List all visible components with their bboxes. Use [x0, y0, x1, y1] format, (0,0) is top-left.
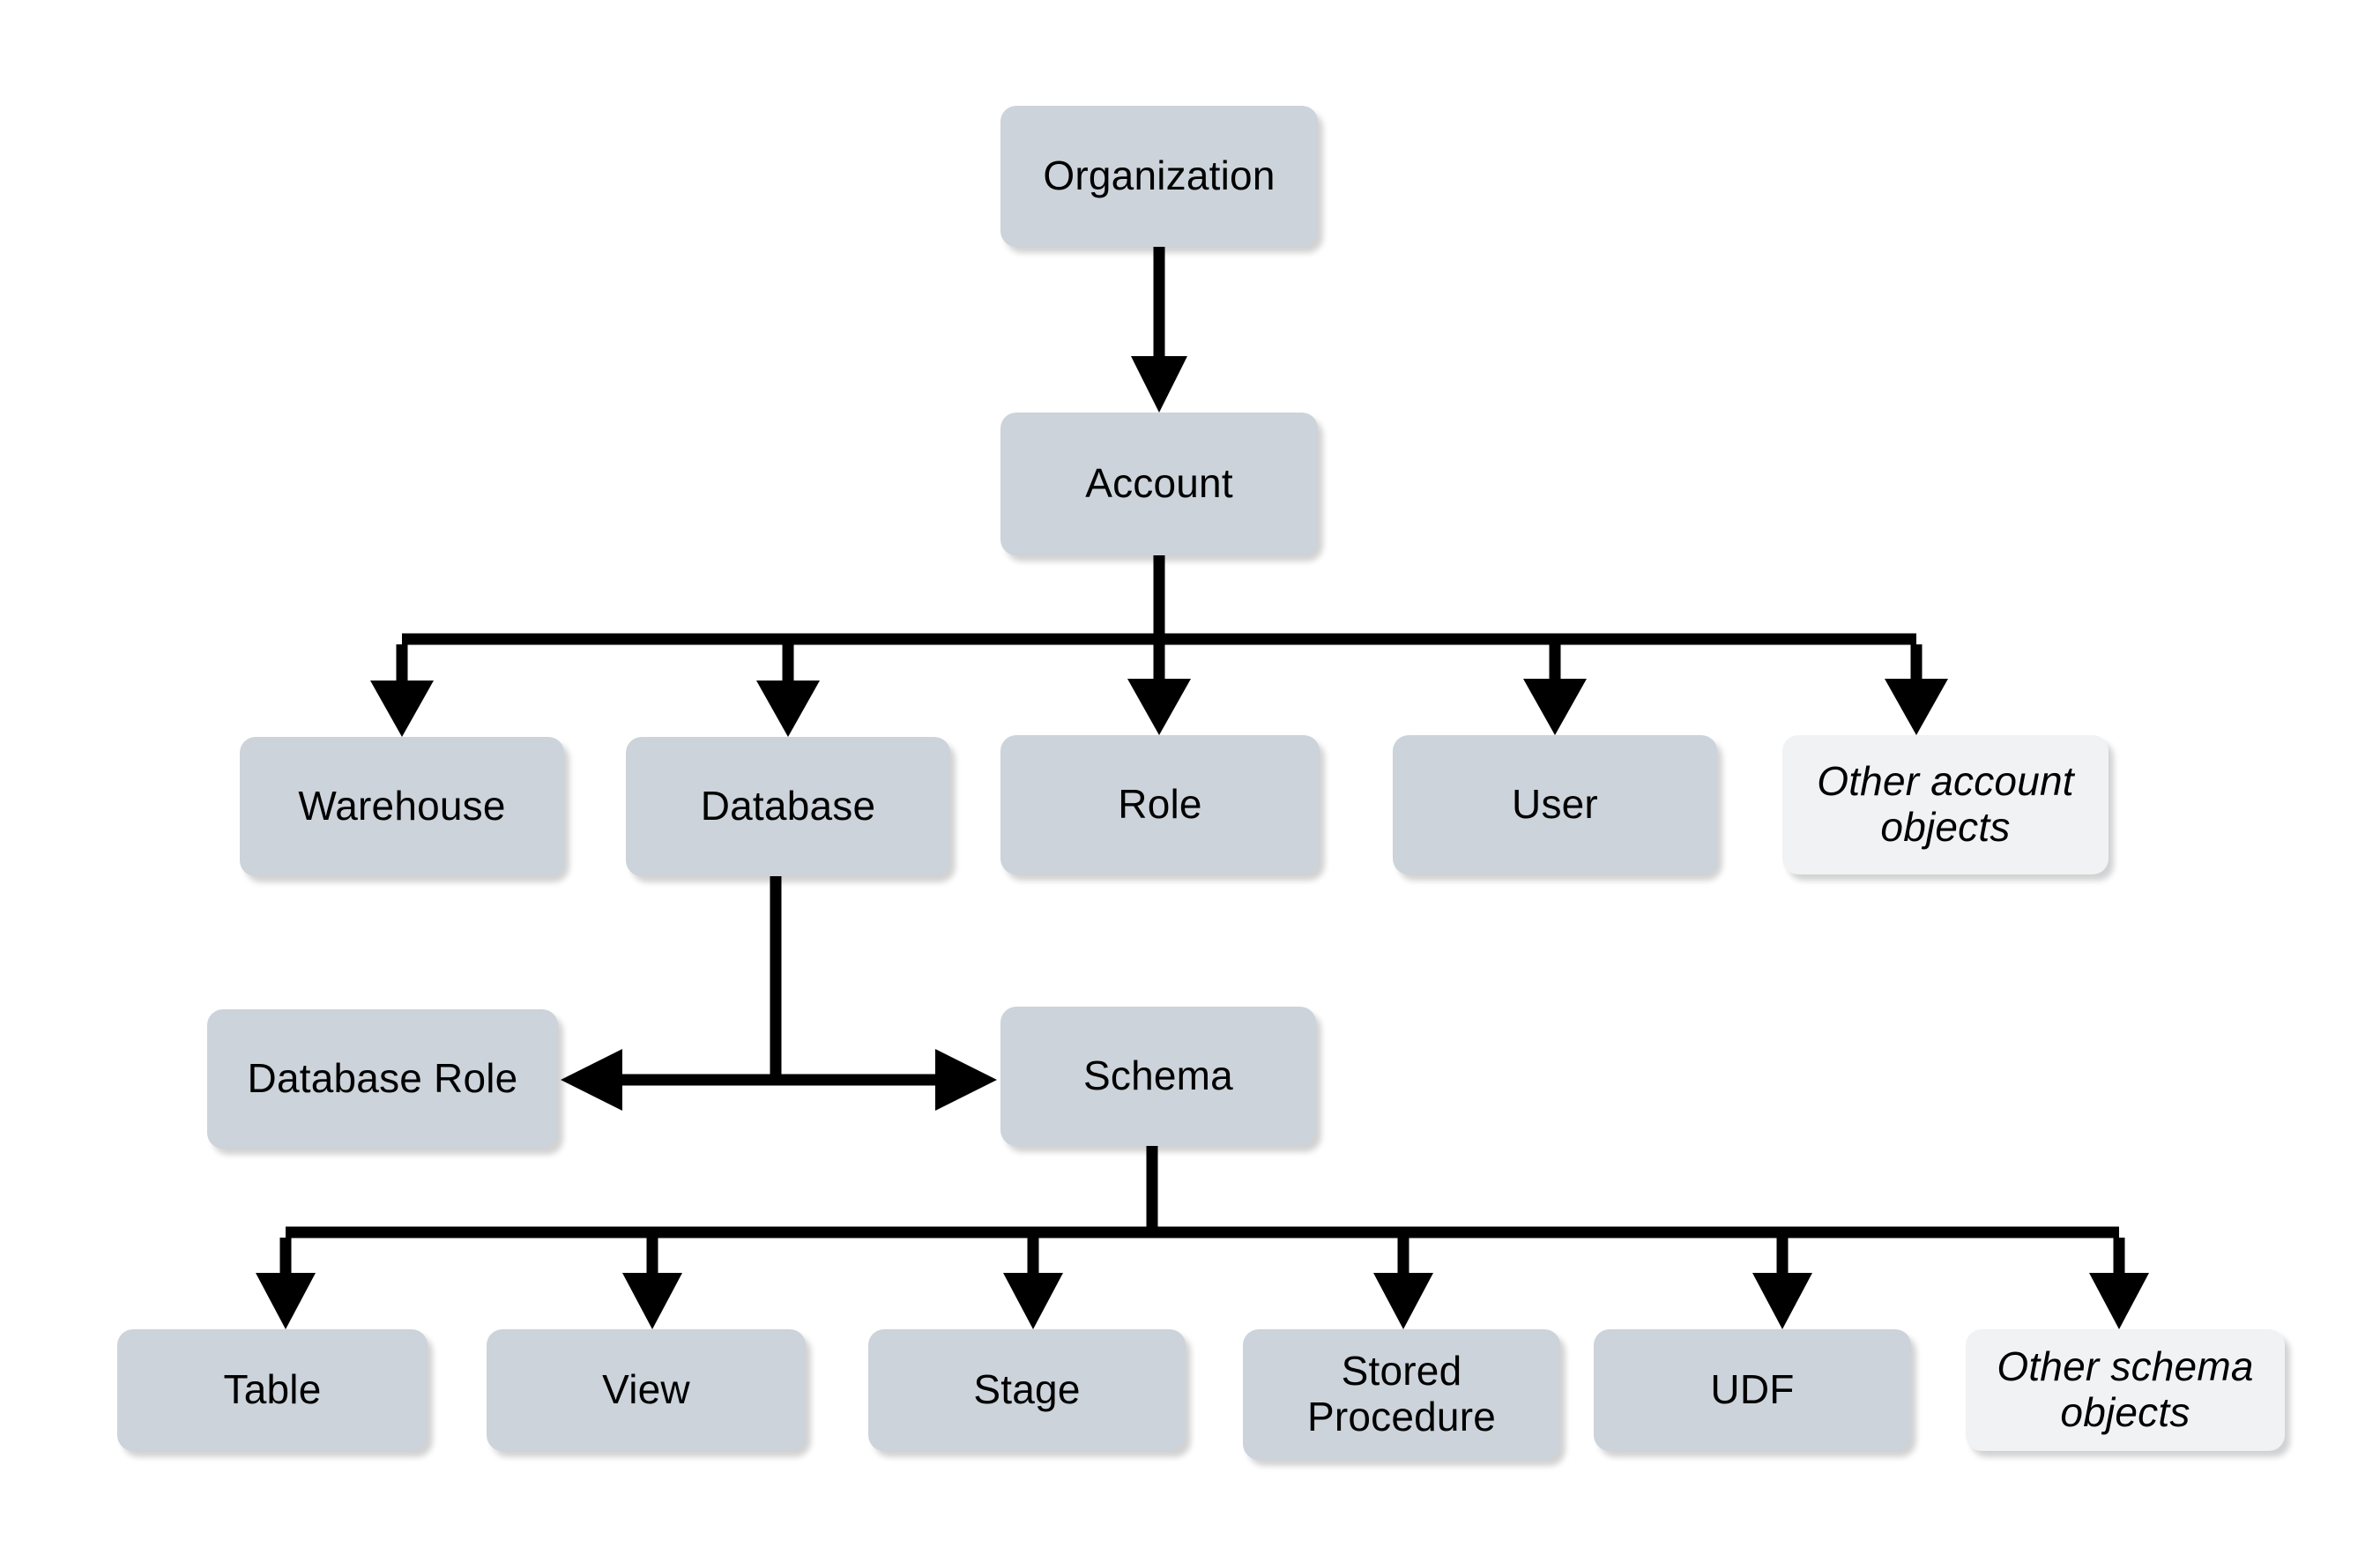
- node-view[interactable]: View: [487, 1329, 806, 1451]
- arrowhead-other-schema: [2089, 1273, 2149, 1329]
- node-account-label: Account: [1085, 460, 1233, 507]
- node-other-schema-objects[interactable]: Other schema objects: [1966, 1329, 2285, 1451]
- node-stored-procedure-label: Stored Procedure: [1306, 1348, 1497, 1439]
- arrowhead-schema: [935, 1049, 997, 1111]
- arrowhead-database: [756, 681, 820, 737]
- node-other-account-objects[interactable]: Other account objects: [1782, 735, 2109, 874]
- node-database[interactable]: Database: [626, 737, 950, 876]
- node-organization[interactable]: Organization: [1000, 106, 1318, 247]
- node-other-schema-objects-label: Other schema objects: [1997, 1343, 2254, 1435]
- node-other-account-objects-label: Other account objects: [1817, 758, 2074, 850]
- arrowhead-warehouse: [370, 681, 434, 737]
- node-udf-label: UDF: [1710, 1366, 1795, 1413]
- node-database-label: Database: [700, 783, 876, 829]
- node-table-label: Table: [223, 1366, 322, 1413]
- arrowhead-stored-procedure: [1373, 1273, 1433, 1329]
- arrowheads: [256, 356, 2149, 1329]
- node-account[interactable]: Account: [1000, 413, 1318, 555]
- node-stage-label: Stage: [973, 1366, 1081, 1413]
- node-stage[interactable]: Stage: [868, 1329, 1186, 1451]
- node-view-label: View: [602, 1366, 690, 1413]
- node-table[interactable]: Table: [117, 1329, 428, 1451]
- node-schema-label: Schema: [1083, 1052, 1233, 1099]
- arrowhead-other-account: [1885, 679, 1948, 735]
- arrowhead-stage: [1003, 1273, 1063, 1329]
- node-role-label: Role: [1118, 781, 1202, 828]
- arrowhead-database-role: [561, 1049, 622, 1111]
- node-user[interactable]: User: [1393, 735, 1717, 874]
- node-stored-procedure[interactable]: Stored Procedure: [1243, 1329, 1560, 1460]
- node-database-role[interactable]: Database Role: [207, 1009, 558, 1149]
- node-warehouse[interactable]: Warehouse: [240, 737, 564, 876]
- node-udf[interactable]: UDF: [1594, 1329, 1911, 1451]
- arrowhead-user: [1523, 679, 1587, 735]
- arrowhead-account: [1131, 356, 1187, 413]
- node-user-label: User: [1512, 781, 1598, 828]
- node-database-role-label: Database Role: [247, 1055, 518, 1102]
- node-warehouse-label: Warehouse: [298, 783, 506, 829]
- arrowhead-table: [256, 1273, 316, 1329]
- node-organization-label: Organization: [1043, 152, 1276, 199]
- node-schema[interactable]: Schema: [1000, 1007, 1316, 1146]
- arrowhead-view: [622, 1273, 682, 1329]
- node-role[interactable]: Role: [1000, 735, 1320, 874]
- arrowhead-role: [1127, 679, 1191, 735]
- arrowhead-udf: [1752, 1273, 1812, 1329]
